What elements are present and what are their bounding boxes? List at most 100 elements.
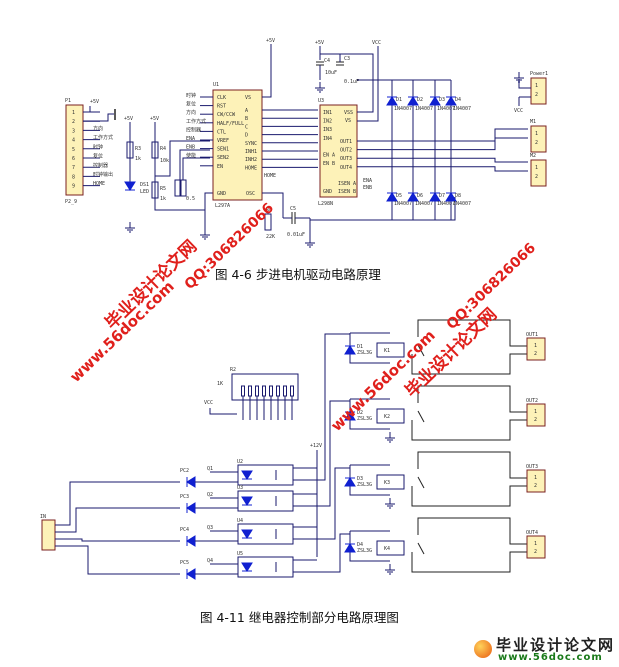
gnd-wire: [204, 192, 213, 210]
opto-led: [241, 496, 253, 506]
ds1-part: LED: [140, 189, 149, 195]
connector-pin: 1: [535, 83, 538, 89]
connector-pin: 1: [535, 131, 538, 137]
l297-pin-label: SYNC: [245, 141, 257, 147]
diode-d1: [386, 96, 398, 106]
connector-out3: [526, 469, 546, 493]
diode-part: 1N4007: [415, 106, 433, 112]
diode-ground-wire: [309, 197, 456, 221]
opto-label: U4: [237, 518, 243, 524]
connector-m2: [530, 159, 547, 187]
connector-pin: 2: [535, 92, 538, 98]
pin-label: 2: [534, 417, 537, 423]
resistor-element: [255, 385, 259, 397]
q-label: Q3: [207, 525, 213, 531]
relay-coil-wire: [349, 531, 390, 562]
relay-label: K2: [384, 414, 390, 420]
resistor-r8: [264, 213, 272, 231]
p1-pin-number: 3: [72, 128, 75, 134]
relay-diode-d3: [344, 477, 356, 487]
connector-name: M2: [530, 153, 536, 159]
vcc-label: VCC: [514, 108, 523, 114]
led-ds1: [124, 181, 136, 191]
l297-input-label: ENA: [186, 136, 195, 142]
l297-input-label: 使能: [186, 152, 196, 159]
q-label: Q1: [207, 466, 213, 472]
r2-value: 1K: [217, 381, 223, 387]
l297-pin-label: CW/CCW: [217, 112, 236, 118]
diode-part: 1N4007: [415, 201, 433, 207]
l297-pin-label: INH2: [245, 157, 257, 163]
l297-pin-label: HOME: [245, 165, 257, 171]
resistor-element: [241, 385, 245, 397]
l297-pin-label: B: [245, 116, 248, 122]
connector-m1: [530, 125, 547, 153]
led-pc2: [186, 476, 196, 488]
led-pc5: [186, 568, 196, 580]
l298-pin-label: ISEN A: [338, 181, 356, 187]
connector-pin: 1: [535, 165, 538, 171]
l298-sense-label: ENA: [363, 178, 372, 184]
vref-wire: [155, 140, 210, 177]
relay-drive-wire: [293, 533, 350, 573]
logo-url: www.56doc.com: [498, 652, 603, 663]
led-label: PC2: [180, 468, 189, 474]
supply-label: +5V: [315, 40, 324, 46]
relay-label: K3: [384, 480, 390, 486]
relay-label: K1: [384, 348, 390, 354]
l298-pin-label: EN A: [323, 152, 335, 158]
diode-label: D7: [439, 193, 445, 199]
p1-signal-label: 复位: [93, 153, 103, 160]
supply-label: +5V: [150, 116, 159, 122]
l298-pin-label: VS: [345, 118, 351, 124]
output-loop: [417, 319, 527, 347]
relay-diode-label: D3: [357, 476, 363, 482]
relay-part: ZSL3G: [357, 350, 372, 356]
ic-l297: [212, 89, 263, 201]
led-label: PC5: [180, 560, 189, 566]
relay-switch-icon: [417, 410, 425, 423]
optocoupler-u2: [237, 464, 294, 486]
opto-led: [241, 529, 253, 539]
p1-pin-number: 5: [72, 147, 75, 153]
r3-label: R3: [135, 146, 141, 152]
motor-output-wire: [357, 157, 528, 163]
l298-pin-label: GND: [323, 189, 332, 195]
l298-pin-label: IN1: [323, 110, 332, 116]
output-label: OUT1: [526, 332, 538, 338]
l298-pin-label: ISEN B: [338, 189, 356, 195]
r4-label: R4: [160, 146, 166, 152]
led-pc4: [186, 535, 196, 547]
l297-input-label: ENB: [186, 145, 195, 151]
pin-label: 2: [534, 483, 537, 489]
l297-pin-label: C: [245, 124, 248, 130]
logo-icon: [474, 640, 492, 658]
relay-part: ZSL3G: [357, 548, 372, 554]
relay-drive-wire: [293, 333, 350, 481]
l298-pin-label: IN4: [323, 136, 332, 142]
l297-pin-label: VREF: [217, 138, 229, 144]
opto-led: [241, 562, 253, 572]
supply-12v-label: +12V: [310, 443, 322, 449]
led-label: PC3: [180, 494, 189, 500]
resistor-r5: [151, 181, 159, 199]
l297-pin-label: HALF/FULL: [217, 121, 244, 127]
resistor-pack-r2: [231, 373, 299, 401]
resistor-r3: [126, 141, 134, 159]
resistor-element: [276, 385, 280, 397]
output-loop: [411, 419, 527, 441]
figure1-caption: 图 4-6 步进电机驱动电路原理: [215, 267, 381, 282]
c5-value: 0.01uF: [287, 232, 305, 238]
connector-out2: [526, 403, 546, 427]
r4-value: 10k: [160, 158, 169, 164]
p1-pin-number: 6: [72, 156, 75, 162]
diode-part: 1N4007: [437, 201, 455, 207]
diode-label: D3: [439, 97, 445, 103]
input-wire: [55, 507, 180, 533]
ic-l298: [319, 104, 358, 198]
l297-input-label: 方向: [186, 109, 196, 116]
p1-pin-number: 9: [72, 184, 75, 190]
output-loop: [417, 517, 527, 545]
l298-pin-label: IN2: [323, 119, 332, 125]
